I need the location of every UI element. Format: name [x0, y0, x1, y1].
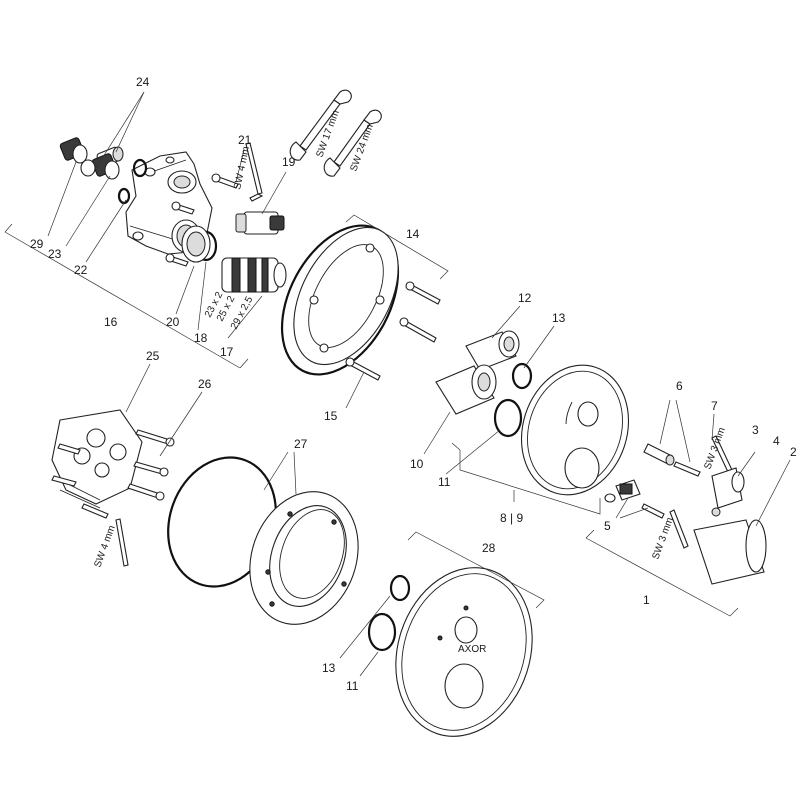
callout-26: 26: [198, 377, 212, 391]
callout-27: 27: [294, 437, 308, 451]
callout-22: 22: [74, 263, 88, 277]
allen-key-sw3-lower: [669, 509, 689, 549]
callout-16: 16: [104, 315, 118, 329]
faceplate-logo: AXOR: [458, 644, 486, 655]
tool-label-sw4-bottom: SW 4 mm: [92, 524, 117, 569]
callout-19: 19: [282, 155, 296, 169]
callout-6: 6: [676, 379, 683, 393]
callout-labels: 1 2 3 4 5 6 7 8 | 9 10 11 11 12 13 13 14…: [30, 75, 797, 693]
housing-25: [51, 409, 143, 509]
allen-key-sw4-bottom: [115, 518, 129, 567]
callout-1: 1: [643, 593, 650, 607]
sleeve-10: [435, 364, 497, 415]
callout-29: 29: [30, 237, 44, 251]
callout-5: 5: [604, 519, 611, 533]
callout-11-upper: 11: [438, 475, 451, 489]
callout-14: 14: [406, 227, 420, 241]
allen-key-sw4-top: [245, 142, 264, 202]
callout-10: 10: [410, 457, 424, 471]
group-16-bracket: [4, 223, 249, 369]
key-3: [711, 467, 745, 509]
callout-3: 3: [752, 423, 759, 437]
callout-18: 18: [194, 331, 208, 345]
o-rings-lower: [367, 574, 411, 652]
thermo-cartridge-17: [221, 257, 287, 293]
plate-screws-15: [345, 281, 441, 381]
callout-17: 17: [220, 345, 234, 359]
wrench-sw24: [323, 109, 382, 177]
adapter-23: [91, 153, 120, 180]
screws-26: [51, 429, 175, 519]
callout-8-9: 8 | 9: [500, 511, 523, 525]
callout-24: 24: [136, 75, 150, 89]
tool-label-sw4-top: SW 4 mm: [232, 145, 252, 190]
adapter-29: [59, 137, 88, 164]
callout-4: 4: [773, 434, 780, 448]
tool-label-sw3-lower: SW 3 mm: [650, 516, 675, 561]
callout-7: 7: [711, 399, 718, 413]
mounting-plate-14: [280, 224, 400, 376]
callout-23: 23: [48, 247, 62, 261]
callout-13-upper: 13: [552, 311, 566, 325]
leader-lines: [47, 91, 555, 475]
frame-ring: [249, 491, 359, 625]
valve-insert-5: [604, 479, 665, 519]
pin-6: [643, 443, 675, 466]
callout-21: 21: [238, 133, 252, 147]
callout-2: 2: [790, 445, 797, 459]
ring-20: [181, 225, 211, 263]
screw-7: [673, 461, 701, 477]
oring-size-labels: 23 x 2 25 x 2 29 x 2,5: [203, 290, 256, 332]
adapter-fittings: [59, 137, 124, 180]
cartridge-19: [235, 211, 285, 235]
o-rings-11-13: [493, 362, 533, 438]
faceplate-28: [395, 567, 533, 737]
cover-plate-8-9: [520, 364, 630, 496]
callout-11-lower: 11: [346, 679, 359, 693]
wrench-sw17: [289, 89, 352, 161]
callout-20: 20: [166, 315, 180, 329]
callout-15: 15: [324, 409, 338, 423]
sleeve-12: [465, 330, 520, 371]
knob-2: [693, 507, 767, 585]
callout-13-lower: 13: [322, 661, 336, 675]
callout-12: 12: [518, 291, 532, 305]
screws-21: [165, 173, 239, 267]
callout-25: 25: [146, 349, 160, 363]
callout-28: 28: [482, 541, 496, 555]
